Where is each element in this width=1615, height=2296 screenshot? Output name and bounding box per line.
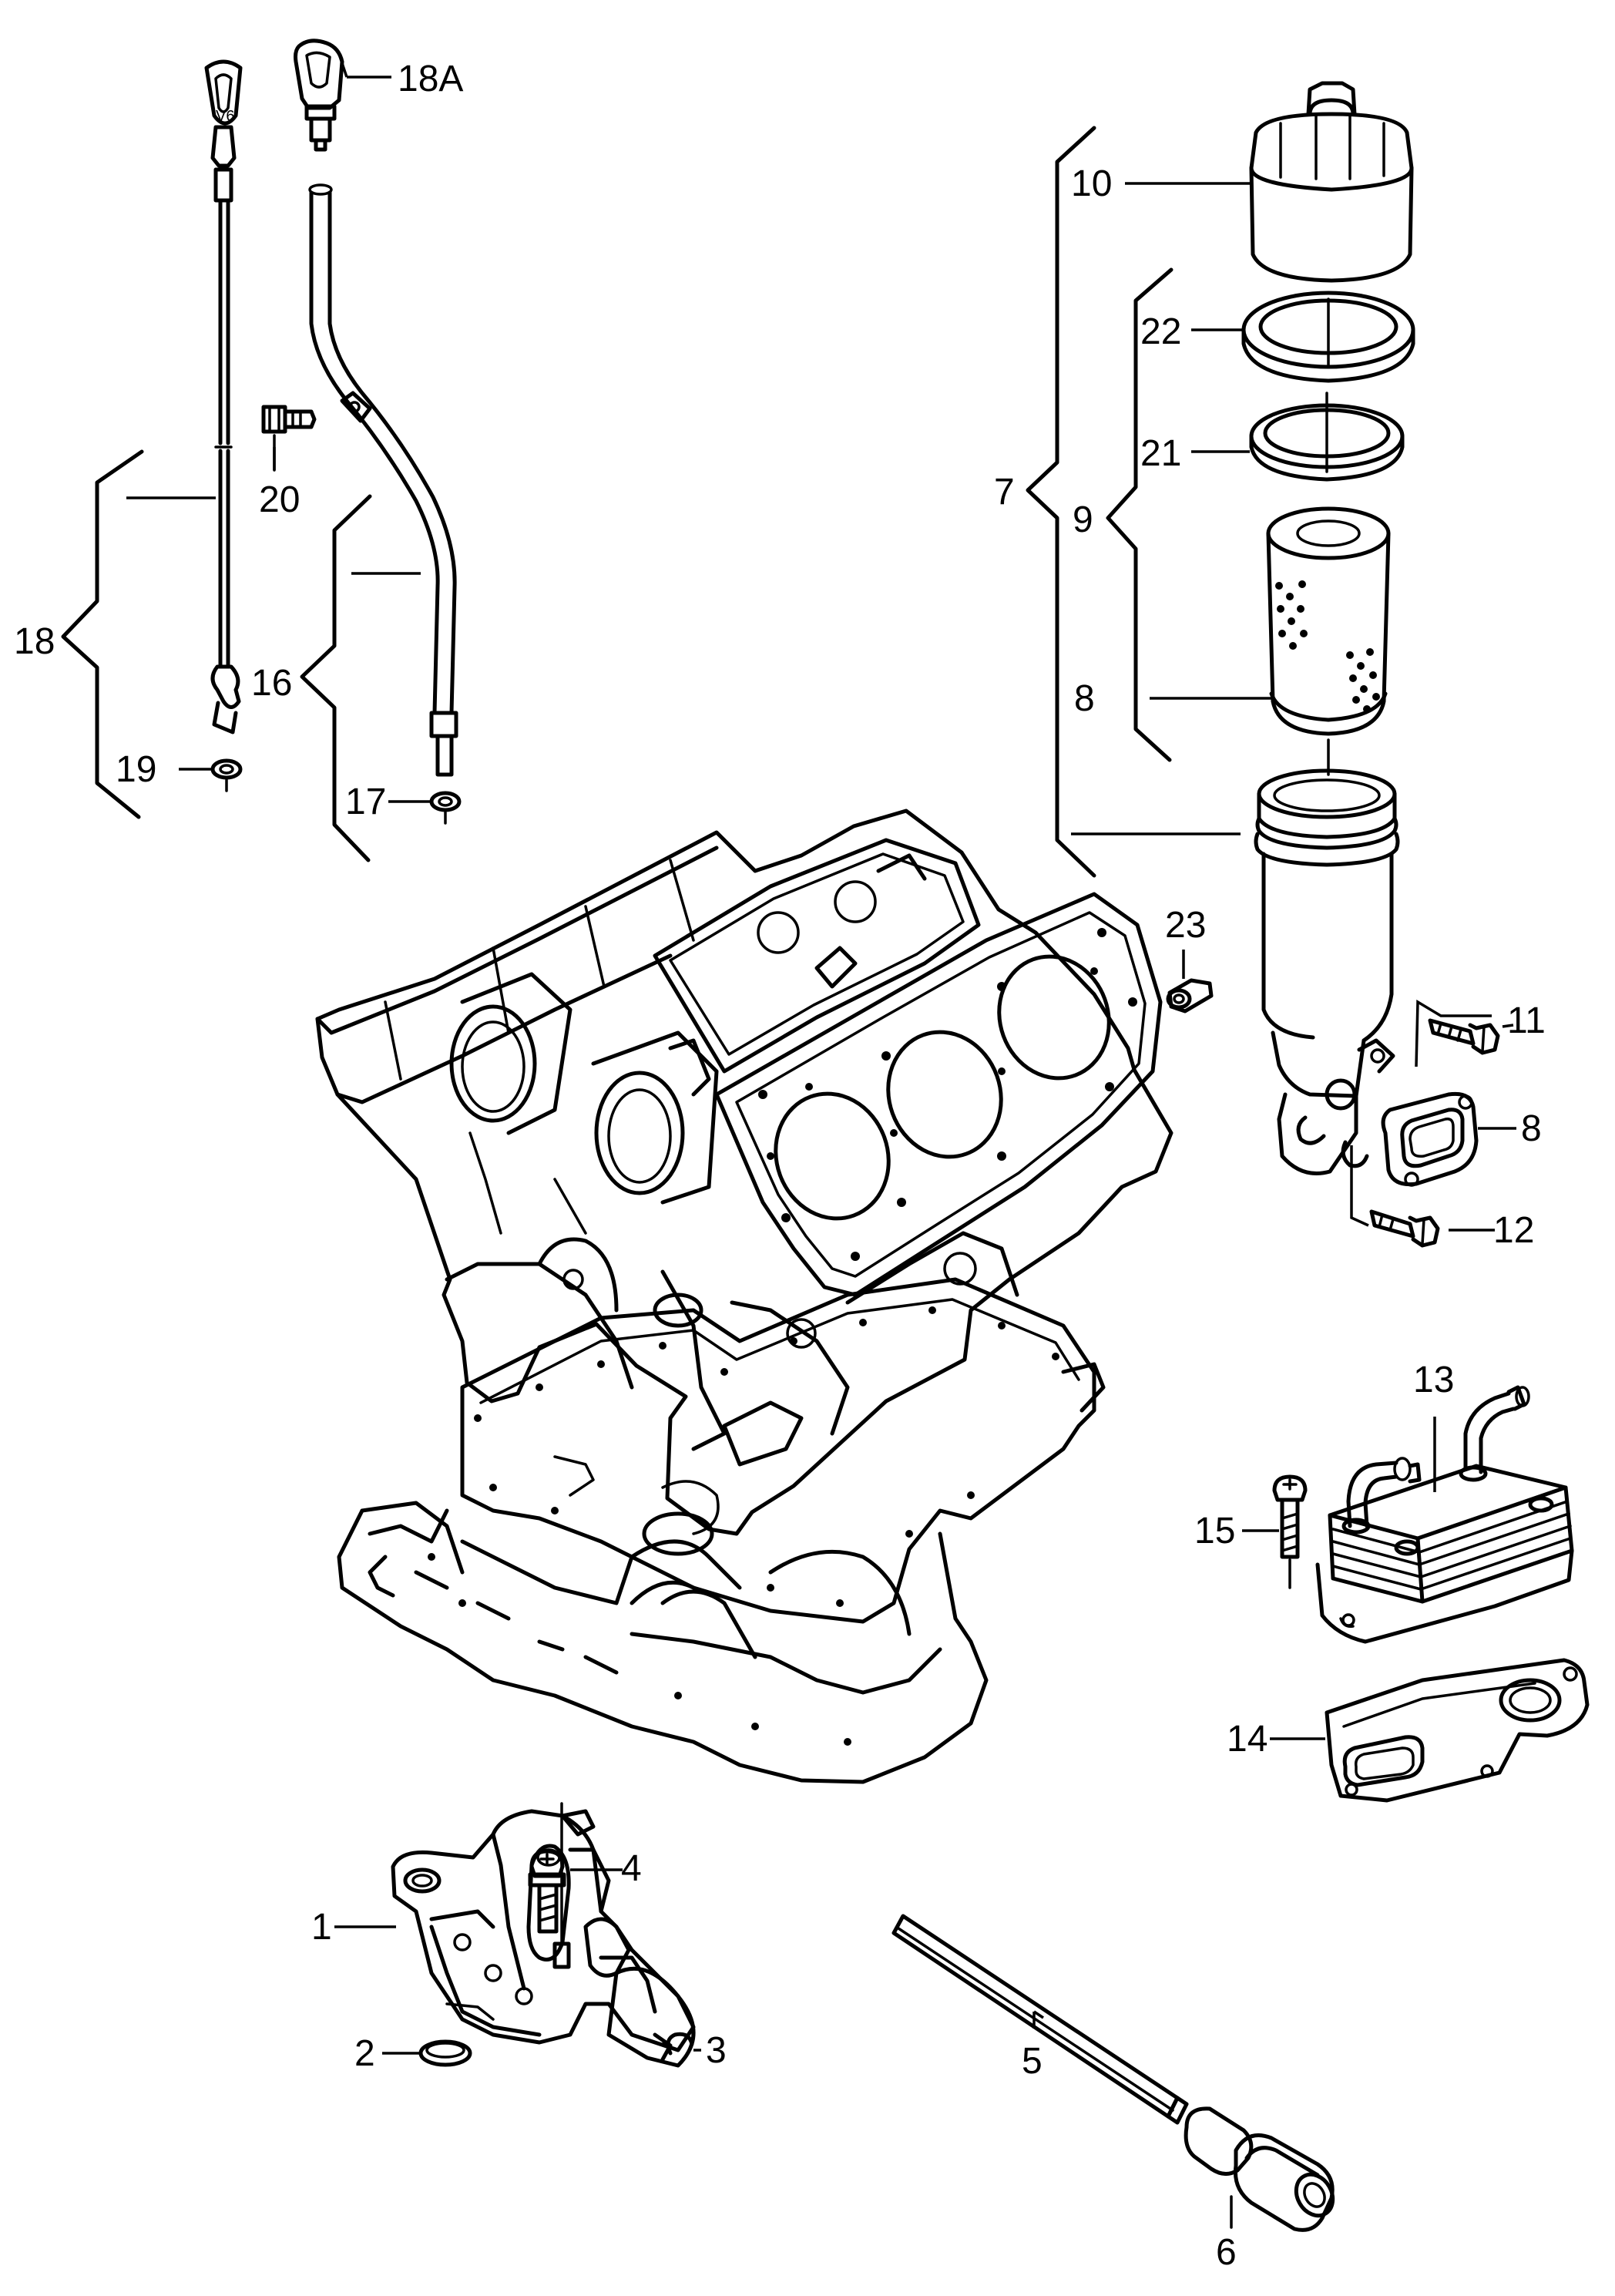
dipstick-guide-tube: [308, 183, 458, 777]
callout-14: 14: [1227, 1719, 1267, 1760]
callout-23: 23: [1165, 905, 1206, 946]
filter-housing-bolt-11: [1428, 1018, 1500, 1055]
guide-tube-bolt: [261, 405, 317, 472]
callout-18: 18: [14, 621, 55, 662]
callout-21: 21: [1140, 433, 1181, 474]
callout-7: 7: [994, 472, 1015, 513]
pump-drive-coupling-6: [1184, 2106, 1335, 2232]
callout-12: 12: [1493, 1210, 1534, 1251]
bracket-group-18: [61, 449, 216, 819]
oil-filter-element: [1266, 506, 1391, 776]
callout-6: 6: [1216, 2232, 1237, 2273]
callout-10: 10: [1071, 163, 1112, 204]
filter-housing-gasket-8: [1381, 1091, 1479, 1187]
callout-18a: 18A: [398, 59, 463, 99]
leader-lines: [179, 53, 1516, 2055]
filter-cap-seal-22: [1241, 291, 1415, 383]
callout-19: 19: [116, 749, 156, 790]
pump-o-ring-2: [418, 2039, 472, 2067]
oil-filter-cap: [1249, 81, 1414, 283]
callout-1: 1: [311, 1907, 332, 1948]
bracket-group-16: [300, 494, 421, 862]
oil-pump: [391, 1802, 696, 2068]
callout-labels: 1 2 3 4 5 6 7 8 8 9 10 11 12 13 14 15 16…: [14, 59, 1546, 2273]
callout-8-gasket: 8: [1521, 1108, 1542, 1149]
callout-13: 13: [1413, 1360, 1454, 1400]
callout-9: 9: [1073, 499, 1093, 540]
dipstick-handle-18a: [294, 39, 344, 152]
callout-2: 2: [354, 2033, 375, 2074]
oil-cooler-gasket: [1325, 1658, 1590, 1803]
callout-15: 15: [1194, 1511, 1235, 1551]
pump-bolt-4: [528, 1849, 566, 1934]
dipstick: V6: [204, 59, 243, 735]
filter-seal-21: [1249, 392, 1405, 482]
filter-housing-bolt-12: [1369, 1209, 1440, 1248]
oil-pan: [337, 1277, 1106, 1784]
callout-22: 22: [1140, 311, 1181, 352]
bracket-group-9: [1106, 267, 1173, 762]
guide-tube-seal-ring: [429, 791, 462, 825]
oil-cooler-bolt-15: [1272, 1474, 1308, 1589]
callout-17: 17: [345, 782, 386, 822]
callout-11: 11: [1507, 1000, 1546, 1041]
callout-5: 5: [1022, 2041, 1043, 2082]
sleeve-23: [1166, 978, 1214, 1014]
cylinder-block: [315, 808, 1173, 1536]
dipstick-seal-ring: [210, 758, 243, 792]
dipstick-v6-marking: V6: [216, 108, 234, 125]
pump-circlip-3: [662, 2032, 694, 2056]
callout-20: 20: [259, 479, 300, 520]
bracket-group-7: [1026, 126, 1241, 878]
filter-element-perforations: [1275, 580, 1380, 713]
callout-4: 4: [621, 1848, 642, 1889]
oil-cooler: [1315, 1385, 1574, 1644]
callout-3: 3: [706, 2030, 727, 2071]
callout-8-filter: 8: [1074, 678, 1095, 719]
oil-filter-housing: [1254, 768, 1400, 1175]
pump-drive-shaft-5: [891, 1914, 1189, 2125]
callout-16: 16: [251, 663, 292, 704]
